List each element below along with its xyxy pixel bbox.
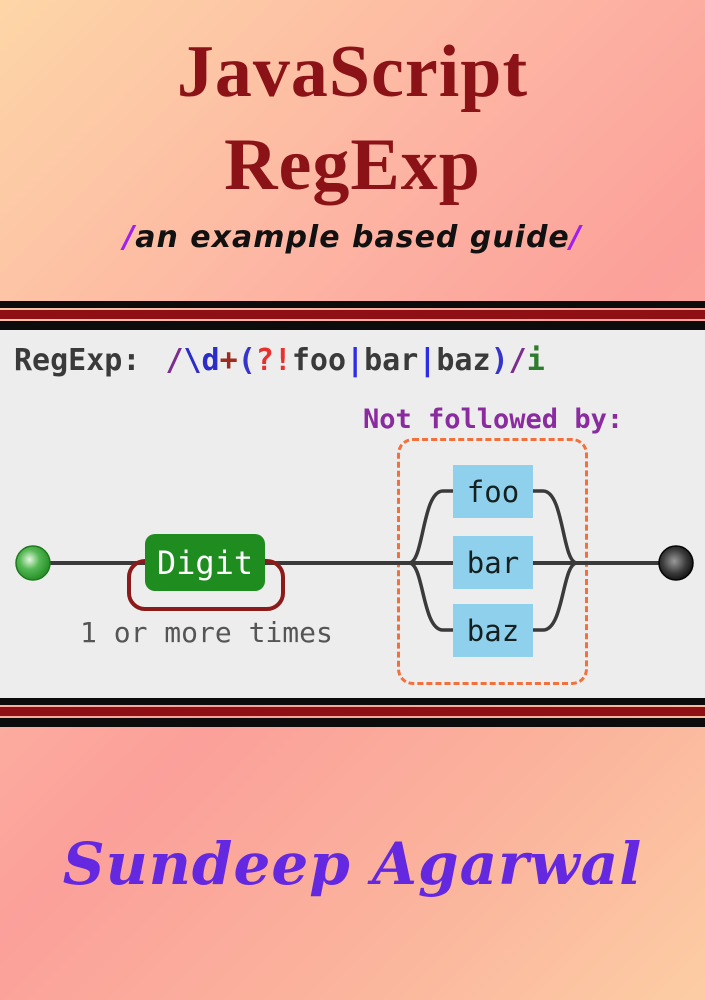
subtitle-close-slash: / [569, 220, 582, 255]
alternative-node-baz: baz [453, 604, 533, 657]
alternative-node-bar: bar [453, 536, 533, 589]
railroad-lines [15, 489, 694, 632]
regex-token: | [346, 343, 365, 378]
regex-token: + [219, 343, 238, 378]
not-followed-by-label: Not followed by: [363, 404, 624, 435]
book-title: JavaScript RegExp [0, 0, 705, 212]
regex-token: ?! [255, 343, 292, 378]
start-node [15, 545, 51, 581]
subtitle-text: an example based guide [135, 220, 570, 255]
digit-node: Digit [145, 534, 265, 591]
branch-merge-top [531, 489, 578, 565]
book-subtitle: /an example based guide/ [0, 220, 705, 255]
regex-token: i [526, 343, 545, 378]
bottom-stripe-bar [0, 698, 705, 727]
stripe-black [0, 698, 705, 705]
regex-token: ) [490, 343, 509, 378]
branch-split-bottom [408, 561, 455, 632]
branch-split-top [408, 489, 455, 565]
stripe-red [0, 707, 705, 716]
book-title-line2: RegExp [224, 124, 481, 206]
stripe-black [0, 301, 705, 308]
regex-token: | [418, 343, 437, 378]
cover-header: JavaScript RegExp /an example based guid… [0, 0, 705, 301]
regex-label: RegExp: [14, 343, 141, 378]
stripe-black [0, 718, 705, 727]
alternative-node-foo: foo [453, 465, 533, 518]
subtitle-open-slash: / [123, 220, 136, 255]
repeat-count-label: 1 or more times [80, 616, 333, 649]
regex-expression-line: RegExp:/\d+(?!foo|bar|baz)/i [14, 343, 545, 378]
regex-tokens: /\d+(?!foo|bar|baz)/i [165, 343, 544, 378]
regex-token: foo [291, 343, 347, 378]
regex-token: ( [237, 343, 256, 378]
regex-token: / [508, 343, 527, 378]
regex-token: baz [436, 343, 491, 378]
end-node [658, 545, 694, 581]
author-name: Sundeep Agarwal [62, 829, 643, 898]
cover-footer: Sundeep Agarwal [0, 727, 705, 1000]
regex-token: / [165, 343, 184, 378]
book-title-line1: JavaScript [176, 31, 529, 113]
regex-token: \d [183, 343, 220, 378]
stripe-red [0, 310, 705, 319]
stripe-black [0, 321, 705, 330]
branch-merge-bottom [531, 561, 578, 632]
regex-token: bar [364, 343, 419, 378]
top-stripe-bar [0, 301, 705, 330]
regex-diagram-panel: RegExp:/\d+(?!foo|bar|baz)/i Not followe… [0, 330, 705, 698]
